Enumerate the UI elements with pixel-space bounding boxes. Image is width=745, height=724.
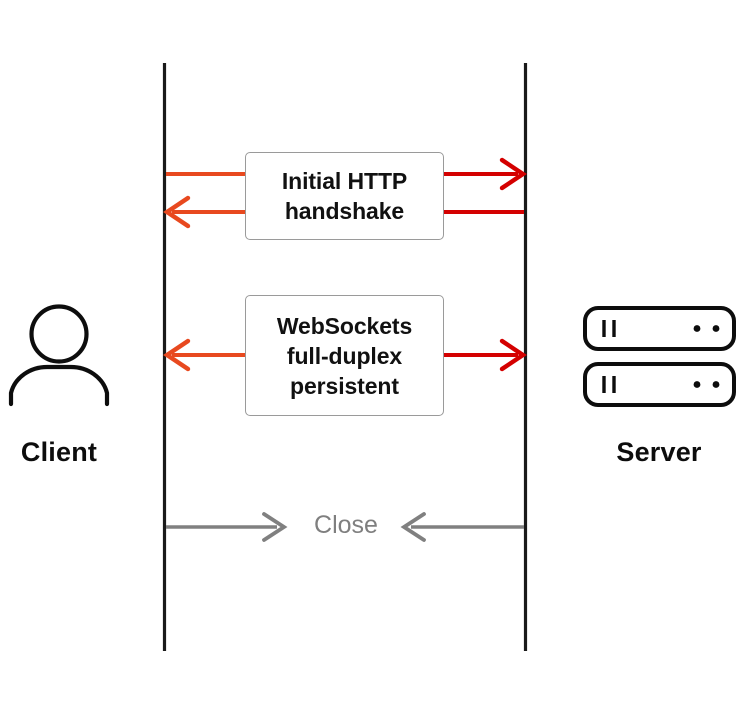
message-duplex-line3: persistent: [290, 372, 399, 399]
message-box-duplex: WebSockets full-duplex persistent: [245, 295, 444, 416]
server-rack-icon: [583, 306, 736, 407]
message-duplex-line2: full-duplex: [286, 342, 403, 369]
arrow-duplex-to-server: [444, 338, 527, 372]
actor-label-client: Client: [20, 437, 98, 467]
actor-label-server: Server: [616, 437, 702, 467]
arrow-handshake-response: [163, 195, 524, 229]
person-icon: [8, 304, 110, 407]
arrow-close-to-server: [166, 512, 288, 542]
arrow-close-to-client: [400, 512, 524, 542]
message-box-handshake: Initial HTTP handshake: [245, 152, 444, 240]
message-handshake-line1: Initial HTTP: [281, 168, 408, 194]
arrow-duplex-to-client: [163, 338, 245, 372]
message-duplex-line1: WebSockets: [276, 312, 413, 339]
message-handshake-line2: handshake: [284, 198, 405, 224]
message-label-close: Close: [314, 511, 378, 539]
arrow-handshake-request: [166, 157, 527, 191]
